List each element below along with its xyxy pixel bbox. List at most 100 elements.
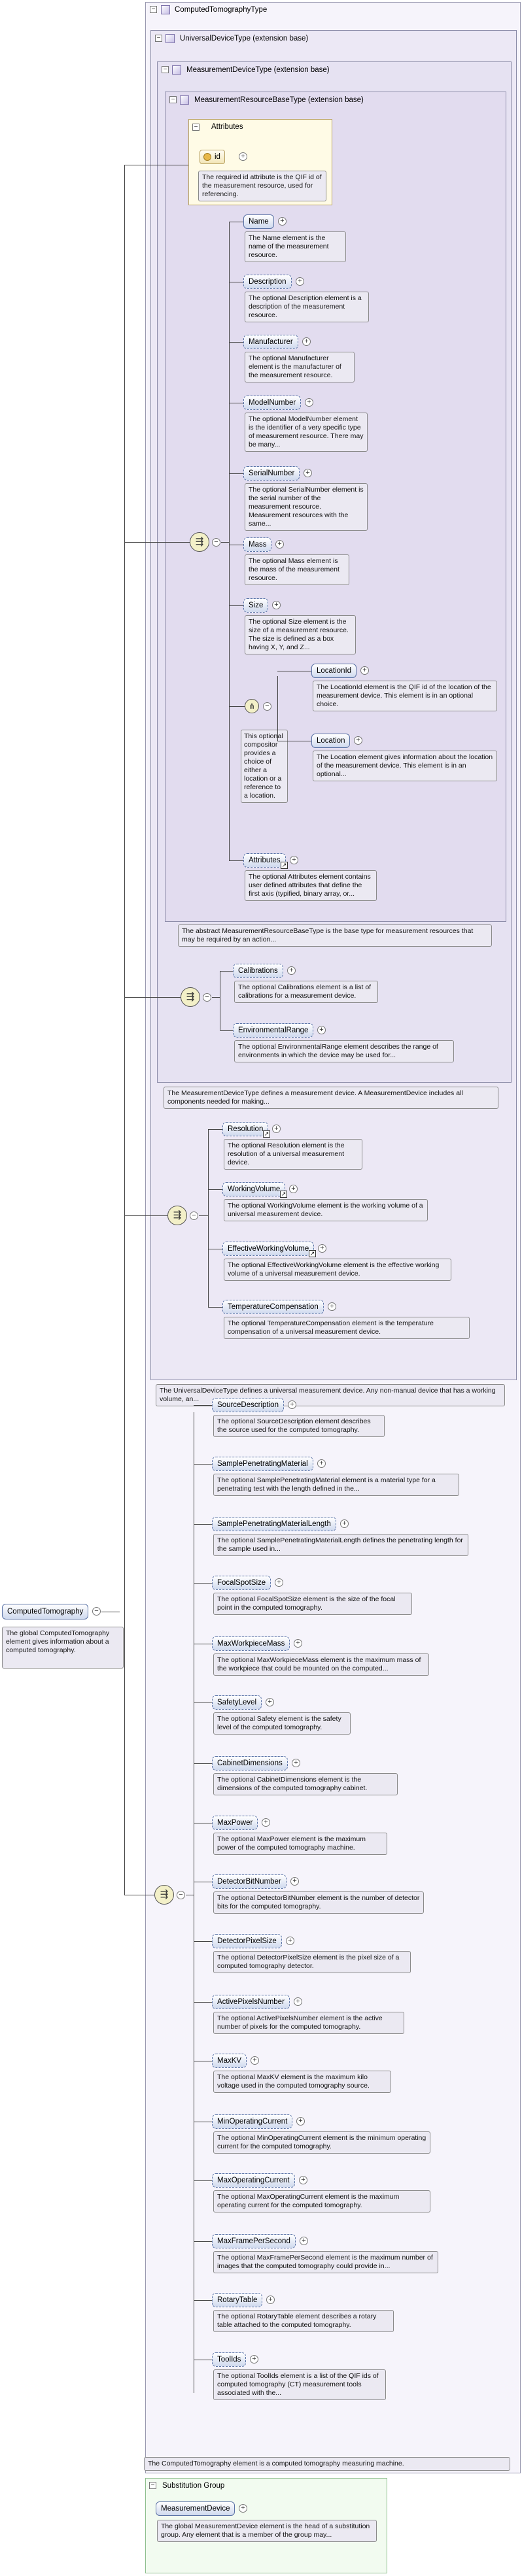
sequence-compositor-icon: ⇶ bbox=[181, 987, 200, 1007]
element-detector-pixel-size[interactable]: DetectorPixelSize bbox=[212, 1934, 282, 1948]
element-rotary-table[interactable]: RotaryTable bbox=[212, 2293, 263, 2307]
expand-button[interactable]: + bbox=[302, 337, 311, 346]
element-location[interactable]: Location bbox=[311, 734, 351, 748]
element-doc white: The optional SamplePenetratingMaterialLe… bbox=[213, 1534, 468, 1556]
element-cabinet-dimensions[interactable]: CabinetDimensions bbox=[212, 1756, 288, 1771]
expand-button[interactable]: − bbox=[203, 993, 211, 1002]
expand-button[interactable]: + bbox=[278, 217, 287, 226]
element-location-id[interactable]: LocationId bbox=[311, 664, 357, 678]
element-measurement-device[interactable]: MeasurementDevice bbox=[156, 2501, 235, 2516]
element-doc white: The optional MaxPower element is the max… bbox=[213, 1833, 387, 1855]
type-doc white: The UniversalDeviceType defines a univer… bbox=[156, 1384, 505, 1406]
expand-button[interactable]: − bbox=[263, 702, 271, 711]
connector-line bbox=[194, 1405, 212, 1406]
element-size[interactable]: Size bbox=[243, 598, 269, 613]
element-working-volume[interactable]: WorkingVolume bbox=[222, 1182, 286, 1196]
expand-button[interactable]: + bbox=[296, 277, 304, 286]
expand-button[interactable]: + bbox=[272, 1125, 281, 1133]
attribute-icon bbox=[203, 153, 211, 161]
collapse-toggle[interactable]: − bbox=[162, 66, 169, 73]
expand-button[interactable]: + bbox=[262, 1818, 270, 1827]
element-description[interactable]: Description bbox=[243, 275, 292, 289]
collapse-toggle[interactable]: − bbox=[150, 6, 157, 13]
expand-button[interactable]: + bbox=[275, 540, 284, 549]
expand-button[interactable]: + bbox=[328, 1302, 336, 1311]
element-temperature-compensation[interactable]: TemperatureCompensation bbox=[222, 1300, 324, 1314]
element-doc: The LocationId element is the QIF id of … bbox=[313, 681, 497, 711]
element-min-operating-current[interactable]: MinOperatingCurrent bbox=[212, 2114, 293, 2129]
element-serial-number[interactable]: SerialNumber bbox=[243, 466, 300, 481]
reference-arrow-icon: ↗ bbox=[281, 862, 288, 869]
collapse-toggle[interactable]: − bbox=[169, 96, 177, 103]
element-sample-penetrating-material[interactable]: SamplePenetratingMaterial bbox=[212, 1457, 313, 1471]
expand-button[interactable]: + bbox=[317, 1459, 326, 1468]
expand-button[interactable]: + bbox=[239, 2504, 247, 2513]
attribute-id[interactable]: id bbox=[200, 150, 225, 164]
element-mass[interactable]: Mass bbox=[243, 537, 272, 552]
expand-button[interactable]: + bbox=[286, 1937, 294, 1945]
expand-button[interactable]: + bbox=[360, 666, 369, 675]
expand-button[interactable]: + bbox=[304, 469, 312, 477]
collapse-toggle[interactable]: − bbox=[155, 35, 162, 42]
expand-button[interactable]: + bbox=[294, 1997, 302, 2006]
expand-button[interactable]: + bbox=[318, 1244, 326, 1253]
expand-button[interactable]: + bbox=[275, 1578, 283, 1587]
expand-button[interactable]: − bbox=[92, 1607, 101, 1616]
expand-button[interactable]: + bbox=[290, 856, 298, 864]
expand-button[interactable]: − bbox=[212, 538, 220, 547]
element-calibrations[interactable]: Calibrations bbox=[233, 964, 283, 978]
collapse-toggle[interactable]: − bbox=[192, 124, 200, 131]
element-source-description[interactable]: SourceDescription bbox=[212, 1398, 284, 1412]
expand-button[interactable]: + bbox=[296, 2117, 305, 2126]
expand-button[interactable]: + bbox=[305, 398, 313, 407]
element-manufacturer[interactable]: Manufacturer bbox=[243, 335, 298, 349]
element-environmental-range[interactable]: EnvironmentalRange bbox=[233, 1023, 314, 1038]
element-max-power[interactable]: MaxPower bbox=[212, 1816, 258, 1830]
expand-button[interactable]: + bbox=[287, 966, 296, 975]
collapse-toggle[interactable]: − bbox=[149, 2482, 156, 2489]
expand-button[interactable]: + bbox=[266, 2296, 275, 2304]
element-doc: The optional SerialNumber element is the… bbox=[245, 483, 368, 531]
element-max-frame-per-second[interactable]: MaxFramePerSecond bbox=[212, 2234, 296, 2248]
element-resolution[interactable]: Resolution bbox=[222, 1122, 269, 1136]
element-active-pixels-number[interactable]: ActivePixelsNumber bbox=[212, 1995, 290, 2009]
element-doc white: The optional Safety element is the safet… bbox=[213, 1712, 351, 1735]
expand-button[interactable]: + bbox=[239, 152, 247, 161]
expand-button[interactable]: + bbox=[340, 1519, 349, 1528]
choice-doc: This optional compositor provides a choi… bbox=[241, 730, 288, 803]
element-detector-bit-number[interactable]: DetectorBitNumber bbox=[212, 1874, 287, 1889]
element-tool-ids[interactable]: ToolIds bbox=[212, 2352, 247, 2367]
element-max-kv[interactable]: MaxKV bbox=[212, 2054, 247, 2068]
element-attributes[interactable]: Attributes bbox=[243, 853, 286, 868]
element-computed-tomography[interactable]: ComputedTomography bbox=[2, 1604, 89, 1619]
expand-button[interactable]: + bbox=[250, 2355, 258, 2364]
expand-button[interactable]: + bbox=[272, 601, 281, 609]
element-max-workpiece-mass[interactable]: MaxWorkpieceMass bbox=[212, 1636, 290, 1651]
connector-line bbox=[229, 222, 230, 861]
expand-button[interactable]: + bbox=[289, 1185, 298, 1193]
expand-button[interactable]: + bbox=[251, 2056, 259, 2065]
expand-button[interactable]: − bbox=[190, 1212, 198, 1220]
expand-button[interactable]: + bbox=[288, 1400, 296, 1409]
element-model-number[interactable]: ModelNumber bbox=[243, 396, 302, 410]
choice-compositor-icon: ⋔ bbox=[245, 699, 259, 713]
attribute-name: id bbox=[215, 153, 220, 161]
element-name[interactable]: Name bbox=[243, 214, 274, 229]
expand-button[interactable]: + bbox=[294, 1639, 302, 1648]
element-focal-spot-size[interactable]: FocalSpotSize bbox=[212, 1576, 271, 1590]
expand-button[interactable]: − bbox=[177, 1891, 185, 1899]
element-doc white: The optional FocalSpotSize element is th… bbox=[213, 1593, 412, 1615]
element-doc white: The optional MaxFramePerSecond element i… bbox=[213, 2251, 438, 2273]
element-effective-working-volume[interactable]: EffectiveWorkingVolume bbox=[222, 1242, 315, 1256]
expand-button[interactable]: + bbox=[290, 1877, 299, 1886]
element-sample-penetrating-material-length[interactable]: SamplePenetratingMaterialLength bbox=[212, 1517, 336, 1531]
element-safety-level[interactable]: SafetyLevel bbox=[212, 1695, 262, 1710]
expand-button[interactable]: + bbox=[292, 1759, 300, 1767]
expand-button[interactable]: + bbox=[300, 2237, 308, 2245]
expand-button[interactable]: + bbox=[299, 2176, 307, 2184]
expand-button[interactable]: + bbox=[354, 736, 362, 745]
expand-button[interactable]: + bbox=[266, 1698, 274, 1706]
expand-button[interactable]: + bbox=[317, 1026, 326, 1034]
element-doc: The optional EffectiveWorkingVolume elem… bbox=[224, 1259, 451, 1281]
element-max-operating-current[interactable]: MaxOperatingCurrent bbox=[212, 2173, 295, 2188]
